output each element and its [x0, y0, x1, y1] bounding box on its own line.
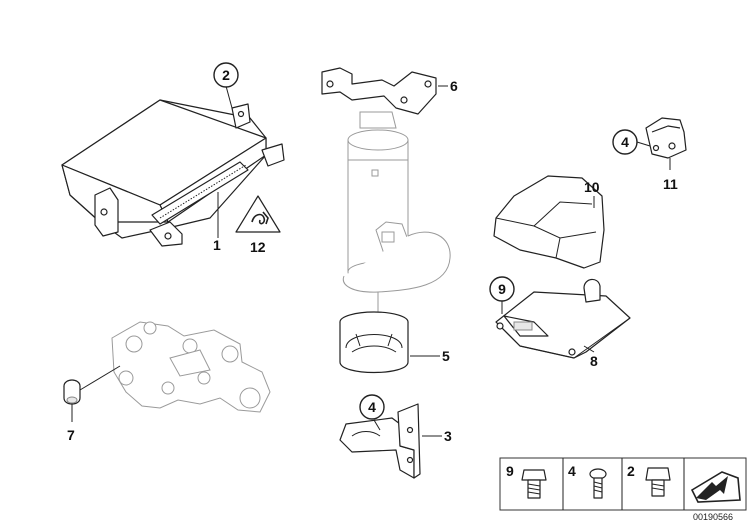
label-2: 2 — [222, 67, 230, 83]
callout-2 — [213, 62, 239, 88]
mounting-sleeve-part — [339, 311, 409, 374]
direction-arrow-icon — [690, 471, 741, 503]
control-unit-part — [61, 99, 285, 247]
label-6: 6 — [450, 78, 458, 94]
grommet-part — [63, 379, 81, 405]
legend-label-9: 9 — [506, 463, 514, 479]
label-11: 11 — [663, 176, 678, 192]
screw-9-icon — [521, 469, 547, 499]
label-3: 3 — [444, 428, 452, 444]
leader-4-lower — [373, 419, 381, 431]
screws-legend: 9 4 2 — [499, 457, 747, 511]
sensor-part — [495, 278, 631, 359]
label-1: 1 — [213, 237, 221, 253]
small-bracket-part — [645, 117, 687, 159]
callout-4-upper — [612, 129, 638, 155]
valve-block-part — [111, 321, 271, 413]
legend-label-2: 2 — [627, 463, 635, 479]
label-10: 10 — [584, 179, 600, 195]
leader-7-valve — [79, 365, 121, 391]
callout-9 — [489, 276, 515, 302]
callout-4-lower — [359, 394, 385, 420]
label-7: 7 — [67, 427, 75, 443]
label-9: 9 — [498, 281, 506, 297]
leader-4-upper — [636, 141, 651, 147]
leader-2 — [225, 85, 233, 109]
label-5: 5 — [442, 348, 450, 364]
warning-label-icon — [235, 195, 281, 233]
pressure-reservoir-part — [342, 111, 451, 322]
screw-4-icon — [589, 468, 607, 499]
screw-2-icon — [645, 467, 671, 497]
diagram-code: 00190566 — [693, 512, 733, 522]
cover-part — [493, 175, 605, 269]
label-4-upper: 4 — [621, 134, 629, 150]
legend-label-4: 4 — [568, 463, 576, 479]
holder-bracket-part — [339, 403, 421, 479]
label-4-lower: 4 — [368, 399, 376, 415]
leader-8 — [583, 345, 595, 353]
label-8: 8 — [590, 353, 598, 369]
label-12: 12 — [250, 239, 266, 255]
bracket-part — [321, 67, 437, 115]
